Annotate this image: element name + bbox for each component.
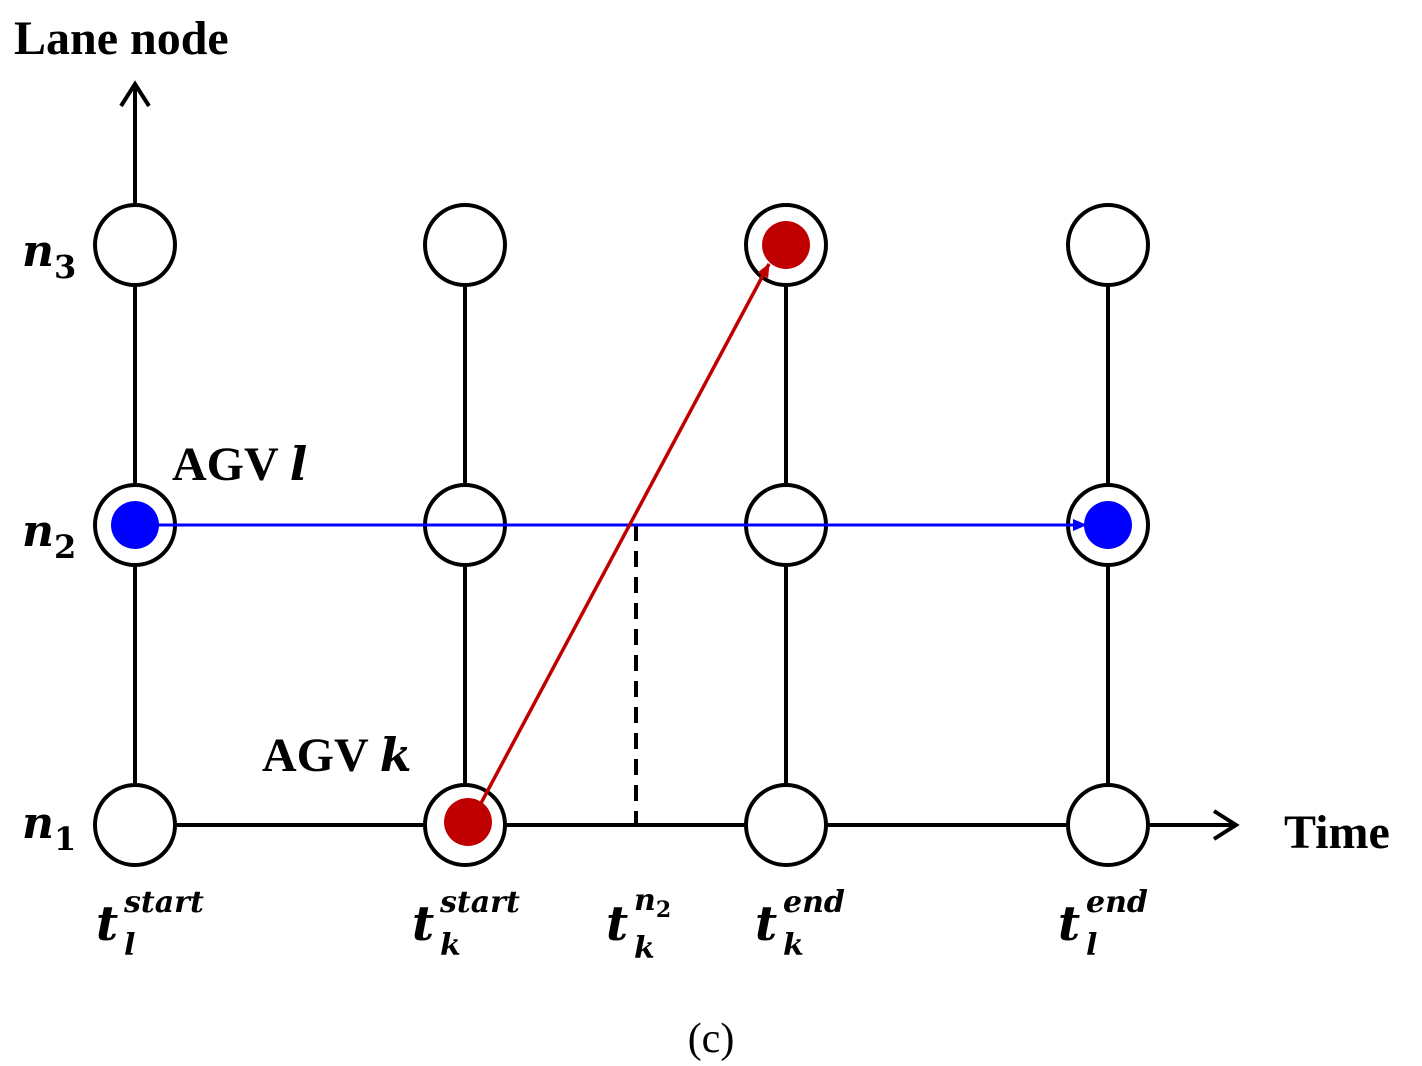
- svg-text:k: k: [634, 931, 655, 966]
- x-axis-label: Time: [1284, 806, 1390, 859]
- svg-text:end: end: [783, 885, 845, 920]
- svg-text:l: l: [1086, 928, 1097, 963]
- svg-text:l: l: [124, 928, 135, 963]
- time-label-tk-end: t end k: [755, 885, 845, 963]
- agv-k-trajectory-arrow: [478, 263, 771, 806]
- node-n3-tk-start: [423, 203, 507, 287]
- svg-text:t: t: [606, 896, 628, 952]
- lane-label-n3: n3: [22, 226, 76, 286]
- agv-l-end-dot: [1084, 501, 1132, 549]
- svg-text:t: t: [412, 896, 434, 952]
- node-n1-tl-start: [93, 783, 177, 867]
- agv-k-start-dot: [444, 798, 492, 846]
- y-axis-label: Lane node: [14, 12, 229, 65]
- lane-label-n1: n1: [22, 798, 76, 858]
- svg-text:k: k: [783, 928, 804, 963]
- svg-text:k: k: [440, 928, 461, 963]
- lane-label-n2: n2: [22, 506, 76, 566]
- svg-text:t: t: [755, 896, 777, 952]
- figure-caption: (c): [688, 1016, 735, 1062]
- time-label-tl-start: t start l: [96, 885, 204, 963]
- node-n1-tk-end: [744, 783, 828, 867]
- svg-text:t: t: [96, 896, 118, 952]
- svg-text:end: end: [1086, 885, 1148, 920]
- agv-l-label: AGV l: [172, 437, 307, 491]
- time-label-tk-start: t start k: [412, 885, 520, 963]
- node-n1-tl-end: [1066, 783, 1150, 867]
- svg-text:start: start: [123, 885, 204, 920]
- x-axis-arrowhead: [1212, 809, 1240, 841]
- svg-text:t: t: [1058, 896, 1080, 952]
- y-axis-arrowhead: [119, 80, 151, 108]
- time-label-tk-n2: t n2 k: [606, 883, 671, 966]
- svg-text:start: start: [439, 885, 520, 920]
- svg-text:n2: n2: [634, 883, 671, 923]
- agv-k-label: AGV k: [262, 728, 412, 782]
- node-n3-tl-start: [93, 203, 177, 287]
- node-n3-tl-end: [1066, 203, 1150, 287]
- agv-k-end-dot: [762, 221, 810, 269]
- time-label-tl-end: t end l: [1058, 885, 1148, 963]
